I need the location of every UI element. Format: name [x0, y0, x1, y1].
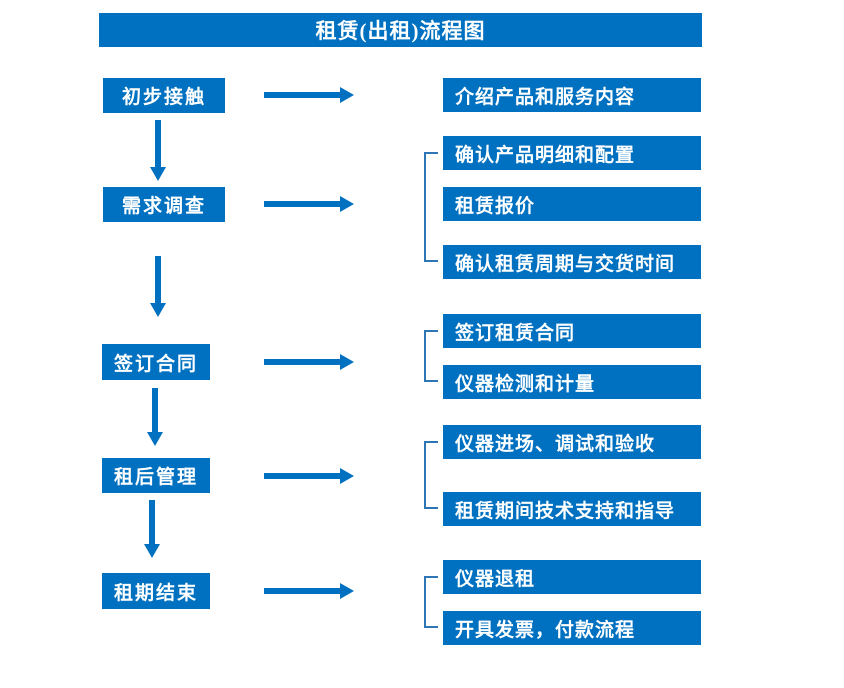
arrow-right-icon: [264, 583, 354, 599]
arrow-head: [340, 583, 354, 599]
detail-box-instrument-inspection: 仪器检测和计量: [443, 365, 701, 399]
arrow-shaft: [155, 256, 161, 303]
detail-box-instrument-setup-acceptance: 仪器进场、调试和验收: [443, 425, 701, 459]
stage-box-lease-end: 租期结束: [102, 573, 210, 609]
group-bracket-post-rental: [424, 441, 438, 509]
arrow-head: [340, 87, 354, 103]
group-bracket-contract-signing: [424, 330, 438, 382]
arrow-shaft: [264, 359, 340, 365]
arrow-head: [150, 167, 166, 181]
group-bracket-demand-survey: [424, 152, 438, 262]
arrow-head: [144, 544, 160, 558]
arrow-shaft: [264, 473, 340, 479]
stage-box-initial-contact: 初步接触: [103, 78, 225, 113]
detail-box-rental-quote: 租赁报价: [443, 187, 701, 221]
stage-box-demand-survey: 需求调查: [103, 187, 225, 222]
detail-box-tech-support: 租赁期间技术支持和指导: [443, 492, 701, 526]
arrow-down-icon: [147, 388, 163, 446]
arrow-head: [147, 432, 163, 446]
detail-box-sign-rental-contract: 签订租赁合同: [443, 314, 701, 348]
arrow-down-icon: [144, 500, 160, 558]
arrow-shaft: [264, 92, 340, 98]
arrow-down-icon: [150, 256, 166, 317]
arrow-right-icon: [264, 354, 354, 370]
arrow-shaft: [264, 201, 340, 207]
arrow-down-icon: [150, 120, 166, 181]
arrow-shaft: [155, 120, 161, 167]
arrow-right-icon: [264, 196, 354, 212]
arrow-head: [340, 196, 354, 212]
arrow-shaft: [264, 588, 340, 594]
arrow-right-icon: [264, 468, 354, 484]
group-bracket-lease-end: [424, 576, 438, 628]
detail-box-invoice-payment: 开具发票，付款流程: [443, 611, 701, 645]
stage-box-post-rental-management: 租后管理: [102, 458, 210, 493]
arrow-shaft: [152, 388, 158, 432]
arrow-head: [340, 468, 354, 484]
detail-box-confirm-product-config: 确认产品明细和配置: [443, 136, 701, 170]
detail-box-introduce-products: 介绍产品和服务内容: [443, 78, 701, 112]
arrow-head: [150, 303, 166, 317]
detail-box-confirm-period-delivery: 确认租赁周期与交货时间: [443, 245, 701, 279]
arrow-right-icon: [264, 87, 354, 103]
detail-box-instrument-return: 仪器退租: [443, 560, 701, 594]
flowchart-title: 租赁(出租)流程图: [99, 13, 702, 47]
arrow-head: [340, 354, 354, 370]
arrow-shaft: [149, 500, 155, 544]
stage-box-contract-signing: 签订合同: [102, 344, 210, 380]
